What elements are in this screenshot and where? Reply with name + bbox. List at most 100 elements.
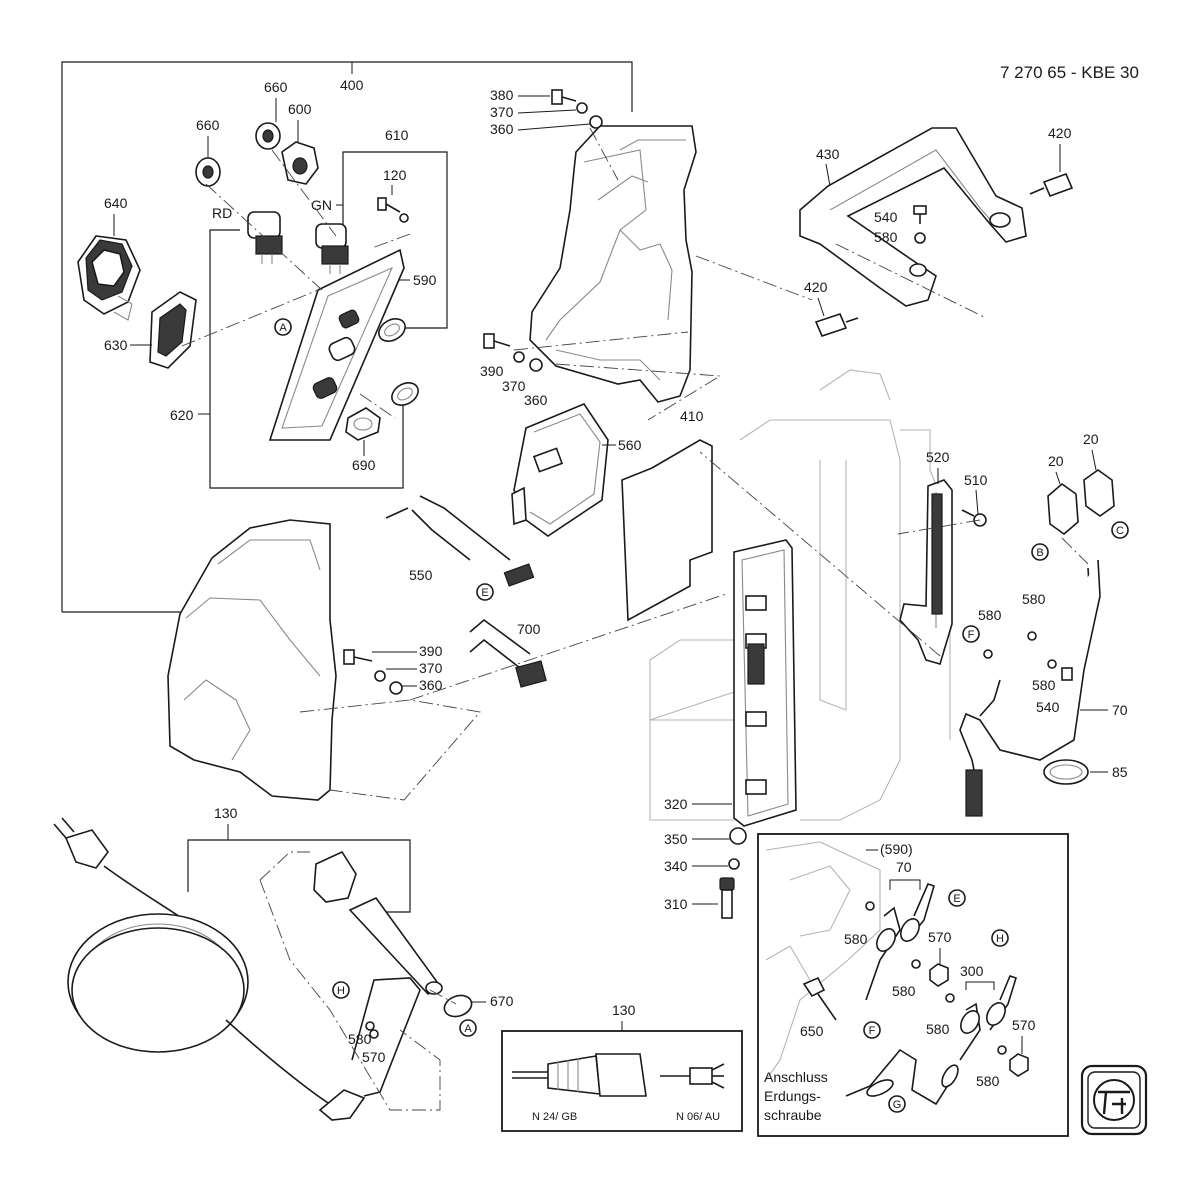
housing-lower-left bbox=[167, 519, 337, 801]
screw-510 bbox=[961, 509, 987, 527]
svg-text:A: A bbox=[279, 322, 287, 334]
callout-620: 620 bbox=[170, 407, 194, 423]
plug-au bbox=[660, 1063, 725, 1089]
svg-text:F: F bbox=[968, 629, 975, 641]
callout-380: 380 bbox=[490, 87, 514, 103]
drawing-number-title: 7 270 65 - KBE 30 bbox=[1000, 63, 1139, 82]
clamp-85 bbox=[1043, 759, 1089, 785]
callout-660-right: 660 bbox=[264, 79, 288, 95]
callout-340: 340 bbox=[664, 858, 688, 874]
washer-580-top bbox=[914, 232, 926, 244]
svg-text:H: H bbox=[337, 985, 345, 997]
inset-caption-line2: Erdungs- bbox=[764, 1088, 821, 1104]
housing-upper bbox=[529, 125, 697, 403]
callout-540-top: 540 bbox=[874, 209, 898, 225]
callout-640: 640 bbox=[104, 195, 128, 211]
callout-310: 310 bbox=[664, 896, 688, 912]
callout-360-top: 360 bbox=[490, 121, 514, 137]
inset-caption-line1: Anschluss bbox=[764, 1069, 828, 1085]
screw-390-lower bbox=[343, 649, 373, 665]
marker-E1: E bbox=[476, 583, 494, 601]
callout-370-top: 370 bbox=[490, 104, 514, 120]
screw-380 bbox=[551, 89, 577, 105]
nut-570-inset-a bbox=[929, 963, 949, 987]
terminal-strip-320 bbox=[733, 539, 797, 827]
callout-700: 700 bbox=[517, 621, 541, 637]
callout-300: 300 bbox=[960, 963, 984, 979]
callout-430: 430 bbox=[816, 146, 840, 162]
screw-650 bbox=[802, 976, 837, 1021]
earth-wire bbox=[318, 977, 421, 1121]
callout-600: 600 bbox=[288, 101, 312, 117]
marker-H1: H bbox=[332, 981, 350, 999]
assembly-lines bbox=[181, 127, 1089, 1111]
knob-20-right bbox=[1083, 469, 1115, 517]
callout-400: 400 bbox=[340, 77, 364, 93]
cable-set-550 bbox=[385, 495, 535, 587]
washer-580-f bbox=[983, 649, 993, 659]
switch-640 bbox=[77, 235, 141, 321]
callout-410: 410 bbox=[680, 408, 704, 424]
marker-H2: H bbox=[991, 929, 1009, 947]
marker-F1: F bbox=[962, 625, 980, 643]
nut-690-upper bbox=[378, 318, 406, 342]
callout-85: 85 bbox=[1112, 764, 1128, 780]
callout-590: 590 bbox=[413, 272, 437, 288]
switch-rd bbox=[247, 211, 283, 264]
callout-20-right: 20 bbox=[1083, 431, 1099, 447]
insulator-410 bbox=[621, 439, 713, 622]
pcb-560 bbox=[511, 403, 609, 537]
inset-lugs-70 bbox=[865, 883, 935, 1001]
marker-B: B bbox=[1031, 543, 1049, 561]
plug-gb-label: N 24/ GB bbox=[532, 1111, 577, 1123]
callout-370-mid: 370 bbox=[502, 378, 526, 394]
callout-580-cord: 580 bbox=[348, 1031, 372, 1047]
group-130-bracket bbox=[187, 839, 411, 913]
callout-360-mid: 360 bbox=[524, 392, 548, 408]
earth-link-g bbox=[845, 1048, 959, 1106]
marker-G: G bbox=[888, 1095, 906, 1113]
svg-text:E: E bbox=[481, 587, 488, 599]
svg-text:H: H bbox=[996, 933, 1004, 945]
callout-390-lower: 390 bbox=[419, 643, 443, 659]
callout-550: 550 bbox=[409, 567, 433, 583]
screw-420-right bbox=[1029, 172, 1074, 198]
washer-370-top bbox=[576, 102, 588, 114]
callout-630: 630 bbox=[104, 337, 128, 353]
callout-70: 70 bbox=[1112, 702, 1128, 718]
washer-580-mid bbox=[1027, 631, 1037, 641]
washer-370-lower bbox=[374, 670, 386, 682]
group-620-bracket bbox=[209, 229, 404, 489]
callout-660-left: 660 bbox=[196, 117, 220, 133]
plug-gb bbox=[512, 1053, 647, 1097]
screw-540-low bbox=[1061, 667, 1073, 681]
group-610-bracket bbox=[342, 151, 448, 329]
screw-120 bbox=[377, 197, 409, 223]
screw-310 bbox=[719, 877, 735, 919]
label-rd: RD bbox=[212, 205, 232, 221]
oring-670 bbox=[443, 994, 473, 1018]
svg-text:G: G bbox=[893, 1099, 902, 1111]
inset-caption-line3: schraube bbox=[764, 1107, 822, 1123]
callout-510: 510 bbox=[964, 472, 988, 488]
nut-690-lower bbox=[345, 407, 381, 441]
plug-au-label: N 06/ AU bbox=[676, 1111, 720, 1123]
callout-690: 690 bbox=[352, 457, 376, 473]
callout-580-inset-a: 580 bbox=[844, 931, 868, 947]
switch-gn bbox=[315, 223, 349, 274]
callout-130: 130 bbox=[214, 805, 238, 821]
inset-lugs-300 bbox=[959, 975, 1017, 1061]
inset-ghost-body bbox=[765, 841, 881, 1081]
marker-F2: F bbox=[863, 1021, 881, 1039]
marker-C: C bbox=[1111, 521, 1129, 539]
callout-580-mid: 580 bbox=[1022, 591, 1046, 607]
marker-A2: A bbox=[459, 1019, 477, 1037]
strain-relief bbox=[313, 850, 443, 996]
cable-harness-70 bbox=[959, 559, 1101, 817]
label-gn: GN bbox=[311, 197, 332, 213]
svg-text:B: B bbox=[1036, 547, 1043, 559]
callout-120: 120 bbox=[383, 167, 407, 183]
machine-body-ghost bbox=[649, 369, 951, 821]
callout-360-lower: 360 bbox=[419, 677, 443, 693]
callout-650: 650 bbox=[800, 1023, 824, 1039]
